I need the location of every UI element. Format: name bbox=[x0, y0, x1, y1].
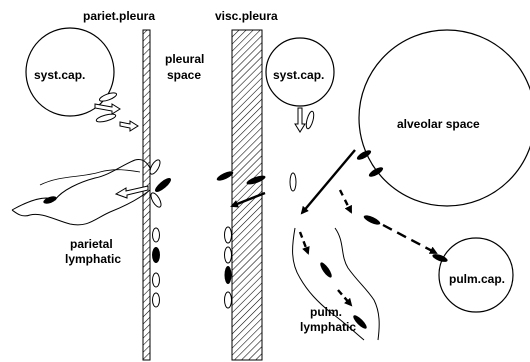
open-arrow-down-right-cap bbox=[295, 108, 305, 132]
label-pleural: pleural bbox=[165, 52, 204, 66]
label-visc-pleura: visc.pleura bbox=[215, 9, 278, 23]
particle bbox=[318, 261, 333, 279]
particle bbox=[152, 247, 160, 263]
open-arrows bbox=[95, 104, 305, 198]
particle bbox=[225, 266, 232, 284]
label-space: space bbox=[167, 68, 201, 82]
open-arrow-to-pleural-space bbox=[120, 121, 138, 131]
arrow-to-pulm-cap bbox=[383, 225, 436, 253]
arrow-alveolar-down bbox=[340, 190, 351, 212]
parietal-lymphatic-inner bbox=[40, 170, 140, 185]
arrow-in-pulm-lymphatic-2 bbox=[338, 290, 351, 305]
label-parietal-lymphatic: lymphatic bbox=[65, 252, 121, 266]
particle bbox=[96, 113, 117, 124]
particle bbox=[153, 273, 160, 287]
particle bbox=[153, 176, 173, 194]
label-pulm-lymphatic: lymphatic bbox=[300, 320, 356, 334]
particle bbox=[363, 213, 382, 226]
label-pariet-pleura: pariet.pleura bbox=[83, 9, 155, 23]
particle bbox=[153, 228, 160, 242]
label-pulm: pulm. bbox=[310, 305, 342, 319]
particle bbox=[225, 292, 232, 308]
label-pulm-cap: pulm.cap. bbox=[449, 272, 505, 286]
open-arrow-left-cap bbox=[95, 104, 120, 114]
particle bbox=[42, 195, 57, 205]
particle bbox=[225, 227, 232, 243]
particle bbox=[290, 173, 296, 191]
label-syst-cap-right: syst.cap. bbox=[273, 68, 324, 82]
label-syst-cap-left: syst.cap. bbox=[34, 68, 85, 82]
arrow-in-pulm-lymphatic-1 bbox=[300, 232, 308, 253]
particle bbox=[149, 191, 163, 208]
label-alveolar-space: alveolar space bbox=[397, 117, 480, 131]
particle bbox=[305, 111, 315, 130]
particle bbox=[225, 247, 232, 263]
label-parietal: parietal bbox=[70, 237, 113, 251]
particle bbox=[153, 293, 160, 307]
